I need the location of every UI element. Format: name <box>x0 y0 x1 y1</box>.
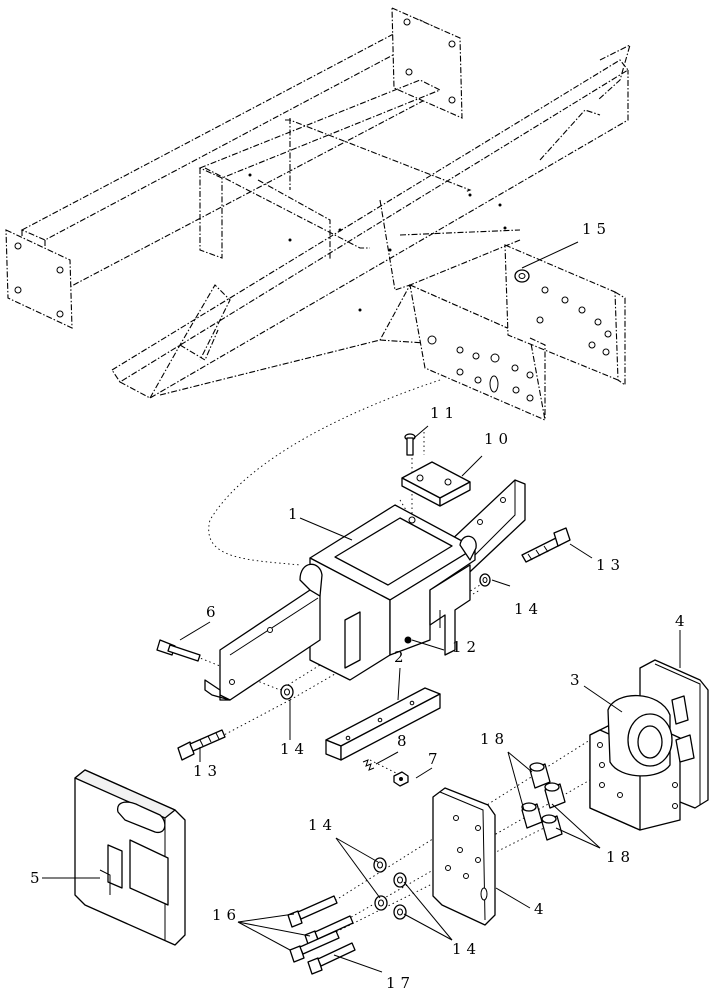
frame-end-plate <box>391 7 463 119</box>
tractor-frame <box>5 7 631 421</box>
callout-15: 15 <box>582 220 611 238</box>
frame-left-plate <box>5 229 73 329</box>
front-bracket-part-1 <box>204 479 526 701</box>
bracket-opening <box>334 517 453 586</box>
spacers-part-18 <box>521 762 566 841</box>
adapter-plate-part-4-lower <box>432 787 496 926</box>
callout-13-lower: 13 <box>193 762 222 780</box>
nut-part-7 <box>393 771 409 787</box>
leader-lines <box>42 241 681 973</box>
front-rail-right <box>409 284 546 421</box>
hitch-bracket-part-3 <box>589 694 695 831</box>
callout-labels: 1 2 3 4 4 5 6 7 8 10 11 12 13 13 14 14 1… <box>30 220 690 992</box>
angle-bracket-part-2 <box>325 687 441 761</box>
callout-7: 7 <box>428 750 443 768</box>
callout-5: 5 <box>30 869 45 887</box>
callout-4-lower: 4 <box>534 900 549 918</box>
bolt-part-6 <box>156 639 201 662</box>
callout-18-left: 18 <box>480 730 509 748</box>
callout-3: 3 <box>570 671 585 689</box>
callout-13-upper: 13 <box>596 556 625 574</box>
callout-6: 6 <box>206 603 221 621</box>
callout-18-right: 18 <box>606 848 635 866</box>
bolt-part-11 <box>404 433 416 456</box>
spring-part-8 <box>362 759 375 771</box>
clamp-plate-part-10 <box>401 461 471 507</box>
callout-14-right: 14 <box>452 940 481 958</box>
bolt-part-13-upper <box>521 527 571 563</box>
callout-14-left: 14 <box>308 816 337 834</box>
callout-16: 16 <box>212 906 241 924</box>
bolt-part-13-lower <box>177 729 226 761</box>
callout-14-mid: 14 <box>280 740 309 758</box>
callout-17: 17 <box>386 974 415 992</box>
callout-12: 12 <box>452 638 481 656</box>
nut-part-12 <box>404 636 412 644</box>
callout-8: 8 <box>397 732 412 750</box>
callout-10: 10 <box>484 430 513 448</box>
callout-2: 2 <box>394 648 409 666</box>
callout-11: 11 <box>430 404 459 422</box>
callout-1: 1 <box>288 505 303 523</box>
callout-4-upper: 4 <box>675 612 690 630</box>
weight-part-5 <box>74 769 186 946</box>
callout-14-upper: 14 <box>514 600 543 618</box>
bolt-part-17 <box>307 942 356 975</box>
nut-part-15 <box>514 269 530 283</box>
bolts-part-16 <box>287 895 354 963</box>
